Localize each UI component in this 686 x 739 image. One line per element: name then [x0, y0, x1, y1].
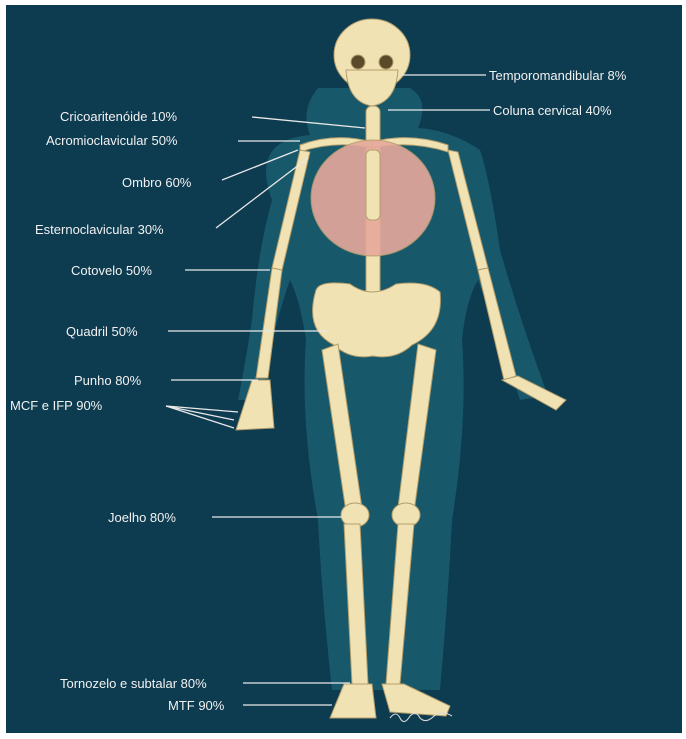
label-coluna-cervical: Coluna cervical 40% [493, 103, 612, 118]
label-ombro: Ombro 60% [122, 175, 191, 190]
eye-socket-right [379, 55, 393, 69]
label-cricoaritenoide: Cricoaritenóide 10% [60, 109, 177, 124]
label-esternoclavicular: Esternoclavicular 30% [35, 222, 164, 237]
eye-socket-left [351, 55, 365, 69]
label-acromioclavicular: Acromioclavicular 50% [46, 133, 178, 148]
sternum [366, 150, 380, 220]
label-cotovelo: Cotovelo 50% [71, 263, 152, 278]
leader-mcf-2 [166, 406, 234, 420]
label-quadril: Quadril 50% [66, 324, 138, 339]
knee-right [392, 503, 420, 527]
label-mtf: MTF 90% [168, 698, 224, 713]
label-temporomandibular: Temporomandibular 8% [489, 68, 626, 83]
label-punho: Punho 80% [74, 373, 141, 388]
knee-left [341, 503, 369, 527]
label-tornozelo: Tornozelo e subtalar 80% [60, 676, 207, 691]
label-joelho: Joelho 80% [108, 510, 176, 525]
label-mcf-ifp: MCF e IFP 90% [10, 398, 102, 413]
